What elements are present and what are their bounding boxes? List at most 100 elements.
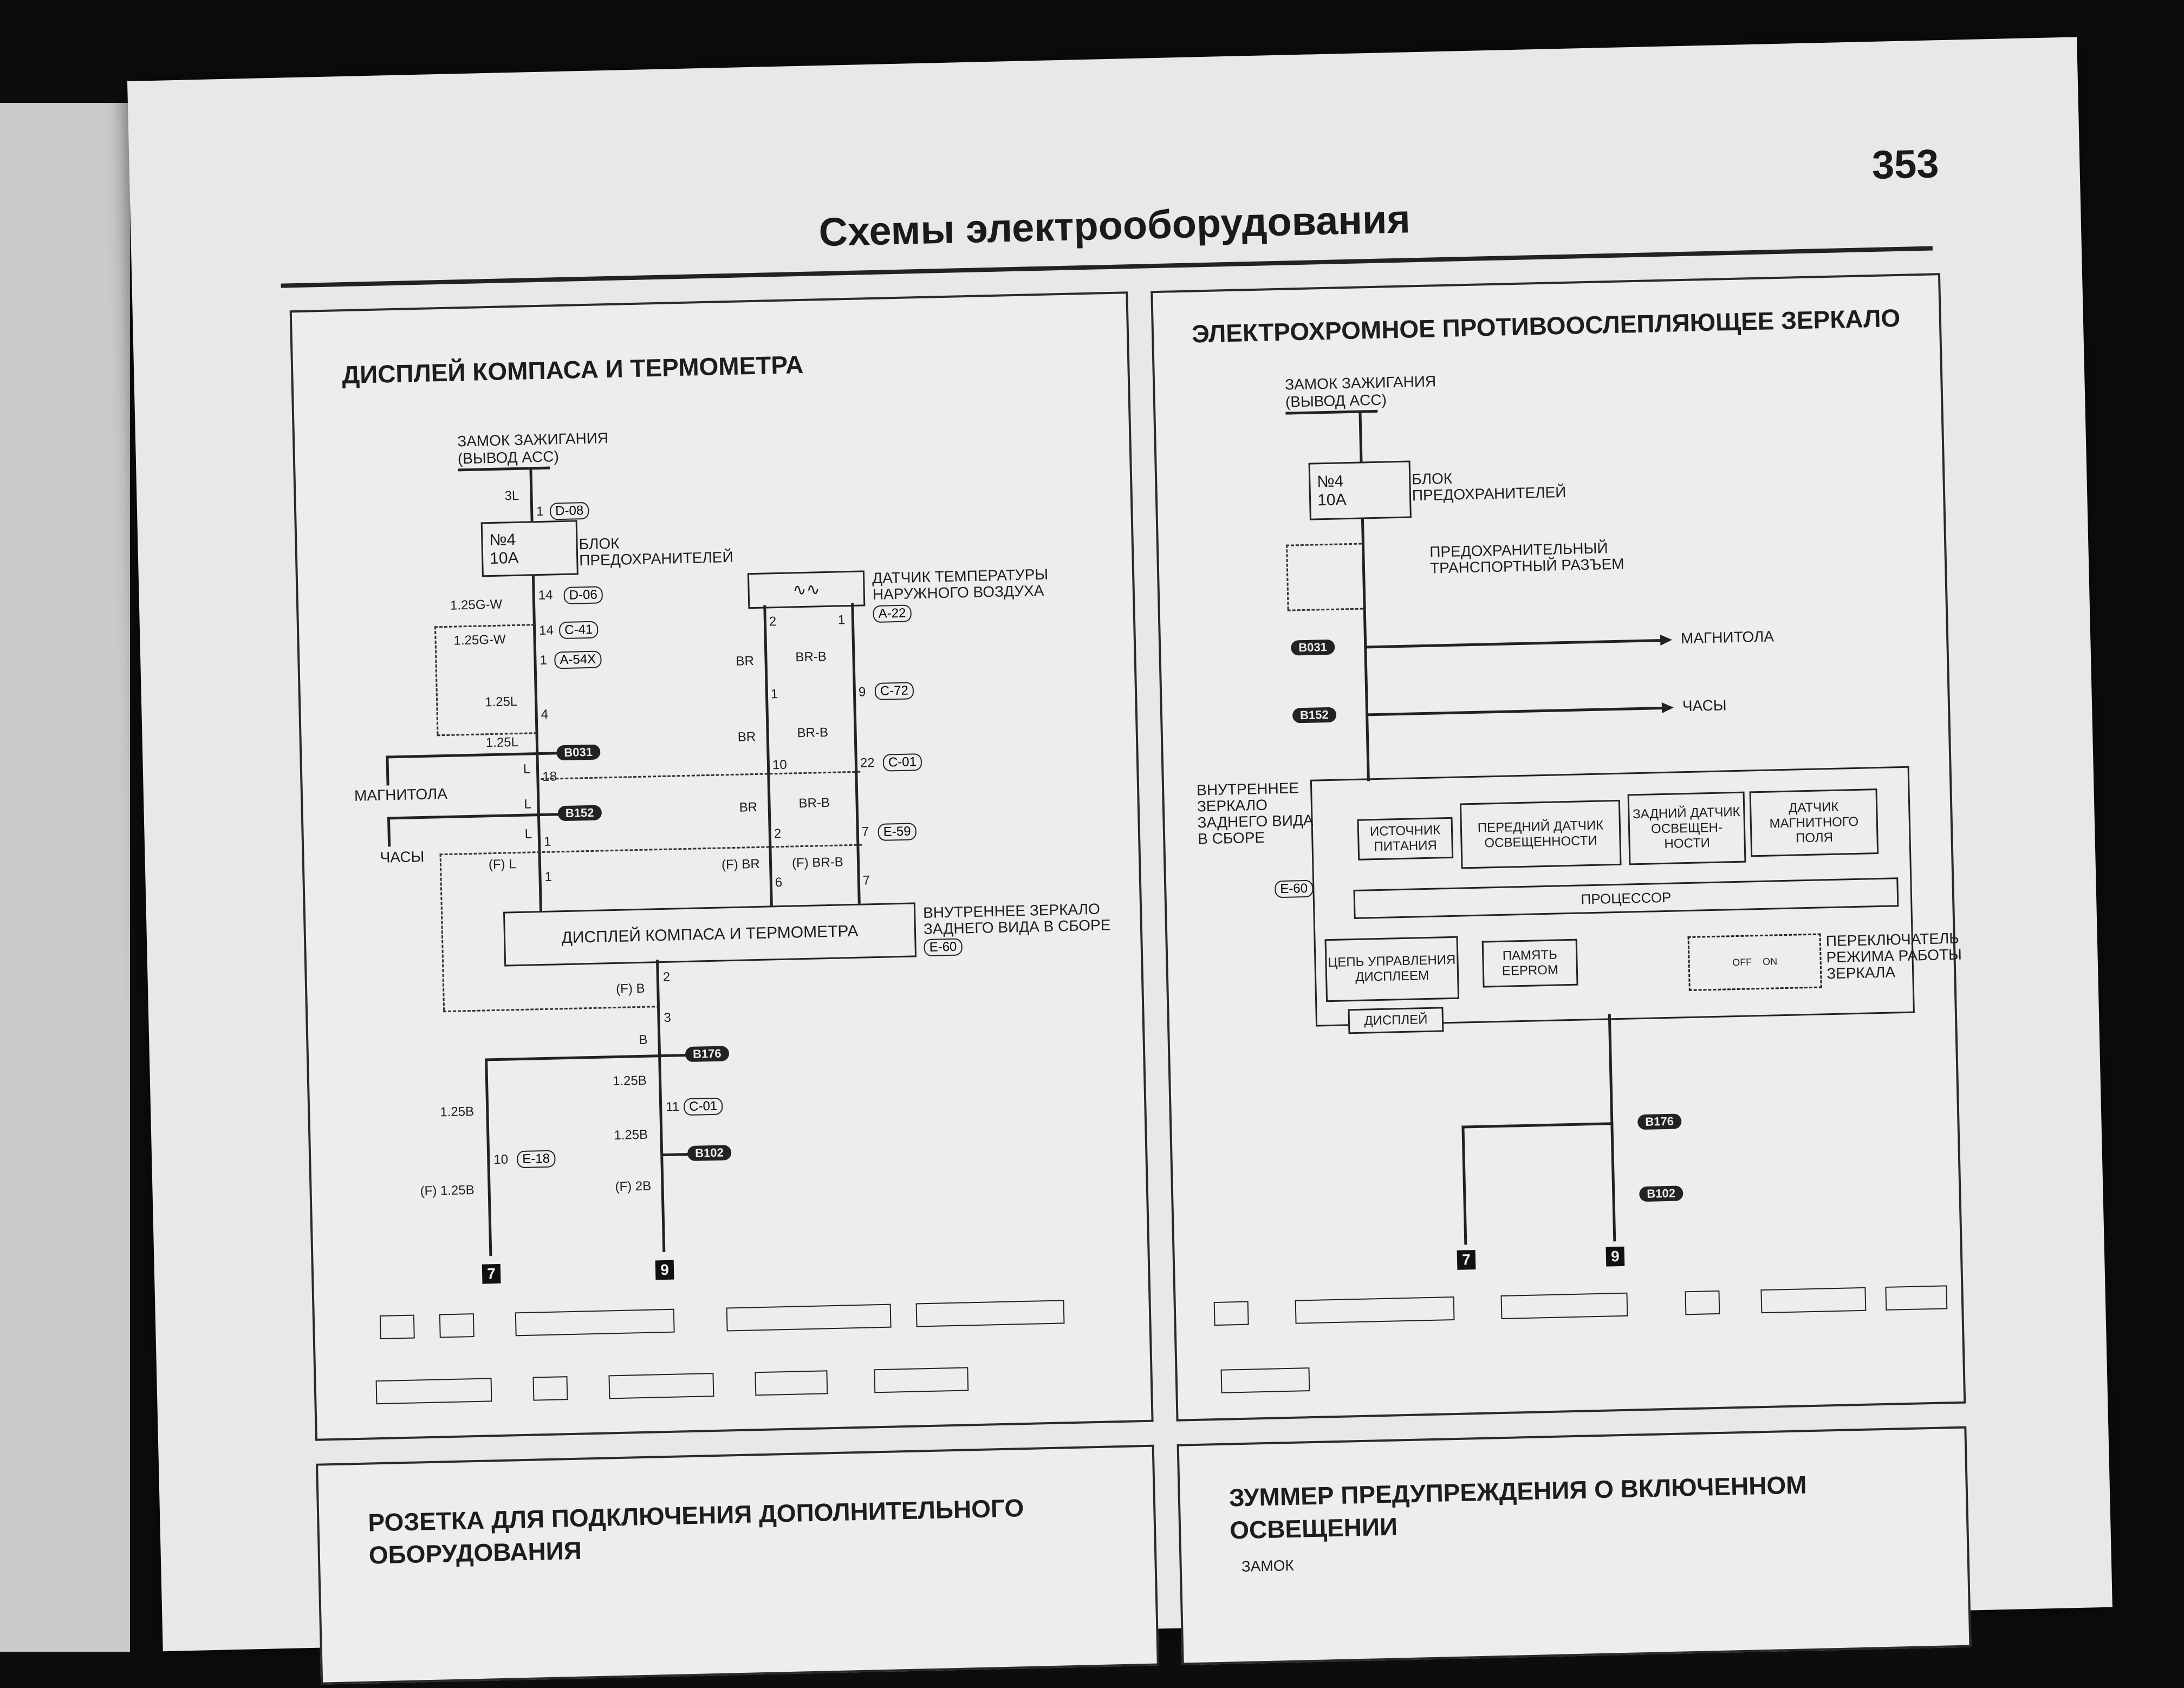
- r-ground-7-wire: [1461, 1125, 1467, 1245]
- wire-fl: (F) L: [488, 857, 516, 872]
- dash-top: [434, 624, 535, 628]
- bottom-right-title-2: ОСВЕЩЕНИИ: [1229, 1512, 1398, 1544]
- r-ground-9: 9: [1606, 1246, 1625, 1267]
- splice-b152-line: [538, 813, 561, 817]
- r-fuse-amp: 10A: [1317, 491, 1347, 510]
- pin-4: 4: [541, 707, 549, 722]
- clock-drop: [387, 817, 391, 847]
- sensor-wire-left: [763, 605, 773, 909]
- b176-line: [660, 1054, 687, 1058]
- compass-display-box: ДИСПЛЕЙ КОМПАСА И ТЕРМОМЕТРА: [503, 902, 917, 967]
- pin-10b: 10: [493, 1152, 509, 1168]
- wire-125gw-2: 1.25G-W: [453, 632, 506, 648]
- wire-br-3: BR: [739, 799, 758, 815]
- connector-strip-10: [874, 1367, 969, 1393]
- connector-strip-7: [532, 1376, 568, 1401]
- conn-c72: C-72: [874, 682, 914, 700]
- eeprom-box: ПАМЯТЬ EEPROM: [1481, 938, 1578, 988]
- bottom-left-title: РОЗЕТКА ДЛЯ ПОДКЛЮЧЕНИЯ ДОПОЛНИТЕЛЬНОГО: [367, 1494, 1024, 1537]
- clock-label: ЧАСЫ: [380, 848, 425, 866]
- pin-14b: 14: [538, 623, 554, 638]
- mirror-label-2: ЗАДНЕГО ВИДА В СБОРЕ: [923, 916, 1111, 938]
- clock-branch: [387, 813, 539, 820]
- wire-fbr: (F) BR: [721, 856, 760, 872]
- left-diagram-panel: ДИСПЛЕЙ КОМПАСА И ТЕРМОМЕТРА ЗАМОК ЗАЖИГ…: [289, 291, 1154, 1441]
- connector-strip-2: [439, 1313, 474, 1338]
- r-splice-b152: B152: [1292, 707, 1337, 724]
- mag-sensor-box: ДАТЧИК МАГНИТНОГО ПОЛЯ: [1749, 788, 1879, 857]
- mirror-dash-bottom: [443, 1006, 660, 1013]
- ground-branch: [485, 1054, 661, 1061]
- page-number: 353: [1871, 141, 1940, 187]
- wire-125l: 1.25L: [484, 694, 518, 710]
- r-connector-strip-7: [1220, 1367, 1310, 1393]
- splice-b102: B102: [687, 1145, 732, 1162]
- wire-3l: 3L: [504, 488, 519, 504]
- switch-label-2: РЕЖИМА РАБОТЫ: [1826, 946, 1962, 966]
- r-ignition-bar: [1285, 409, 1378, 415]
- bottom-right-sub: ЗАМОК: [1241, 1556, 1295, 1575]
- connector-strip-6: [375, 1378, 492, 1405]
- display-ctrl-box: ЦЕПЬ УПРАВЛЕНИЯ ДИСПЛЕЕМ: [1324, 936, 1460, 1002]
- sensor-pin-2b: 2: [774, 826, 782, 842]
- radio-branch: [386, 752, 538, 759]
- ground-wire: [656, 960, 666, 1253]
- splice-b152: B152: [557, 805, 602, 822]
- manual-page: 353 Схемы электрооборудования ДИСПЛЕЙ КО…: [127, 37, 2112, 1685]
- conn-c01-b: C-01: [683, 1097, 723, 1116]
- ground-9: 9: [655, 1260, 674, 1280]
- sensor-wire-right: [851, 603, 861, 907]
- wire-br-1: BR: [736, 654, 755, 669]
- sensor-pin-7b: 7: [862, 873, 870, 888]
- sensor-pin-10: 10: [772, 757, 787, 773]
- r-clock-line: [1366, 706, 1664, 716]
- pin-14: 14: [538, 588, 553, 603]
- ignition-label: ЗАМОК ЗАЖИГАНИЯ: [457, 429, 609, 450]
- connector-strip-5: [915, 1300, 1065, 1327]
- bottom-left-title-2: ОБОРУДОВАНИЯ: [368, 1536, 582, 1569]
- pin-1c: 1: [543, 834, 551, 849]
- wire-125b-2: 1.25B: [440, 1104, 474, 1120]
- conn-c01: C-01: [882, 753, 922, 772]
- r-dash-bottom: [1287, 608, 1363, 611]
- r-ignition-label: ЗАМОК ЗАЖИГАНИЯ: [1284, 373, 1436, 393]
- switch-on: ON: [1762, 956, 1778, 967]
- mirror-dash-left: [439, 853, 445, 1011]
- ground-7-wire: [485, 1058, 492, 1256]
- pin-1d: 1: [544, 869, 552, 884]
- r-clock-arrow: [1661, 702, 1674, 714]
- switch-label-3: ЗЕРКАЛА: [1826, 963, 1896, 982]
- r-mirror-assy-label-4: В СБОРЕ: [1197, 829, 1265, 848]
- page-header: Схемы электрооборудования: [818, 196, 1411, 255]
- b102-line: [662, 1152, 690, 1157]
- wire-125l-2: 1.25L: [485, 734, 519, 751]
- sensor-pin-1: 1: [837, 612, 846, 628]
- r-mirror-assy-label: ВНУТРЕННЕЕ: [1196, 779, 1299, 799]
- r-connector-strip-1: [1213, 1301, 1249, 1326]
- right-diagram-panel: ЭЛЕКТРОХРОМНОЕ ПРОТИВООСЛЕПЛЯЮЩЕЕ ЗЕРКАЛ…: [1150, 273, 1966, 1422]
- ignition-sub: (ВЫВОД ACC): [457, 448, 560, 467]
- switch-off: OFF: [1732, 956, 1752, 968]
- bottom-right-title: ЗУММЕР ПРЕДУПРЕЖДЕНИЯ О ВКЛЮЧЕННОМ: [1228, 1470, 1808, 1512]
- r-connector-strip-6: [1885, 1285, 1948, 1311]
- sensor-pin-2: 2: [769, 614, 777, 629]
- fuse-number: №4: [489, 530, 516, 549]
- r-fuse-block-label-2: ПРЕДОХРАНИТЕЛЕЙ: [1412, 483, 1566, 504]
- r-mirror-assy-label-3: ЗАДНЕГО ВИДА: [1197, 811, 1314, 831]
- conn-a22: A-22: [873, 604, 912, 623]
- mode-switch-box: OFF ON: [1687, 933, 1822, 992]
- r-splice-b102: B102: [1639, 1185, 1683, 1202]
- wire-l: L: [523, 761, 531, 777]
- wire-f2b: (F) 2B: [615, 1178, 652, 1195]
- left-page-edge: [0, 103, 130, 1652]
- bottom-left-panel: РОЗЕТКА ДЛЯ ПОДКЛЮЧЕНИЯ ДОПОЛНИТЕЛЬНОГО …: [316, 1444, 1159, 1685]
- rear-sensor-box: ЗАДНИЙ ДАТЧИК ОСВЕЩЕН-НОСТИ: [1627, 791, 1746, 865]
- wire-l-3: L: [524, 826, 532, 842]
- r-ignition-sub: (ВЫВОД ACC): [1285, 391, 1387, 410]
- connector-strip-4: [726, 1304, 892, 1332]
- wire-125b-1: 1.25B: [612, 1073, 647, 1089]
- sensor-label-2: НАРУЖНОГО ВОЗДУХА: [872, 582, 1044, 603]
- r-ground-wire: [1608, 1014, 1616, 1242]
- ignition-bar: [458, 466, 550, 472]
- connector-strip-1: [379, 1314, 415, 1340]
